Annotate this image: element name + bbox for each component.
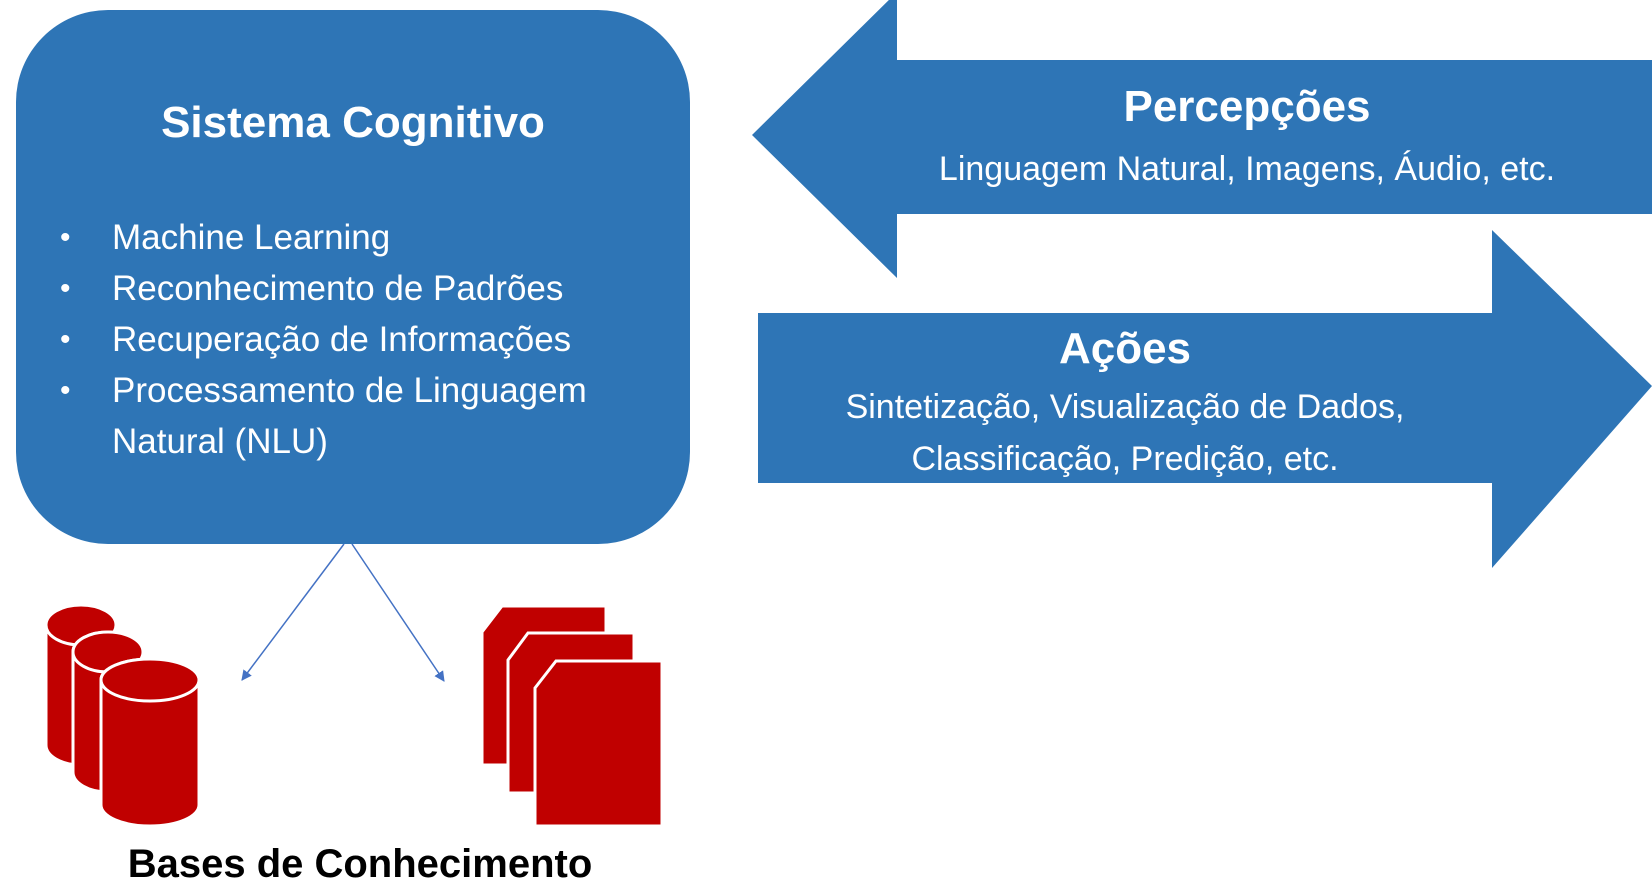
knowledge-bases-label: Bases de Conhecimento xyxy=(127,842,593,886)
list-item: • Processamento de Linguagem Natural (NL… xyxy=(56,365,656,467)
cognitive-system-list: • Machine Learning • Reconhecimento de P… xyxy=(56,212,656,467)
connector-to-databases xyxy=(241,543,345,681)
connector-to-documents xyxy=(351,543,445,682)
list-item-label: Recuperação de Informações xyxy=(112,320,572,359)
cognitive-system-box xyxy=(16,10,690,544)
list-item: • Machine Learning xyxy=(56,212,656,263)
perceptions-subtitle: Linguagem Natural, Imagens, Áudio, etc. xyxy=(938,150,1556,188)
actions-subtitle-line-2: Classificação, Predição, etc. xyxy=(911,440,1339,478)
bullet-icon: • xyxy=(60,323,71,356)
bullet-icon: • xyxy=(60,374,71,407)
list-item-label: Processamento de Linguagem Natural (NLU) xyxy=(112,371,587,461)
cognitive-system-title: Sistema Cognitivo xyxy=(161,98,545,147)
bullet-icon: • xyxy=(60,272,71,305)
actions-subtitle-line-1: Sintetização, Visualização de Dados, xyxy=(845,388,1405,426)
list-item: • Recuperação de Informações xyxy=(56,314,656,365)
list-item-label: Machine Learning xyxy=(112,218,391,257)
list-item-label: Reconhecimento de Padrões xyxy=(112,269,564,308)
perceptions-arrow-shape xyxy=(752,0,1652,278)
actions-arrow-shape xyxy=(758,230,1652,568)
database-stack-icon xyxy=(44,603,201,828)
actions-title: Ações xyxy=(1058,324,1192,373)
bullet-icon: • xyxy=(60,221,71,254)
document-stack-icon xyxy=(480,604,664,828)
perceptions-title: Percepções xyxy=(1123,82,1371,131)
list-item: • Reconhecimento de Padrões xyxy=(56,263,656,314)
